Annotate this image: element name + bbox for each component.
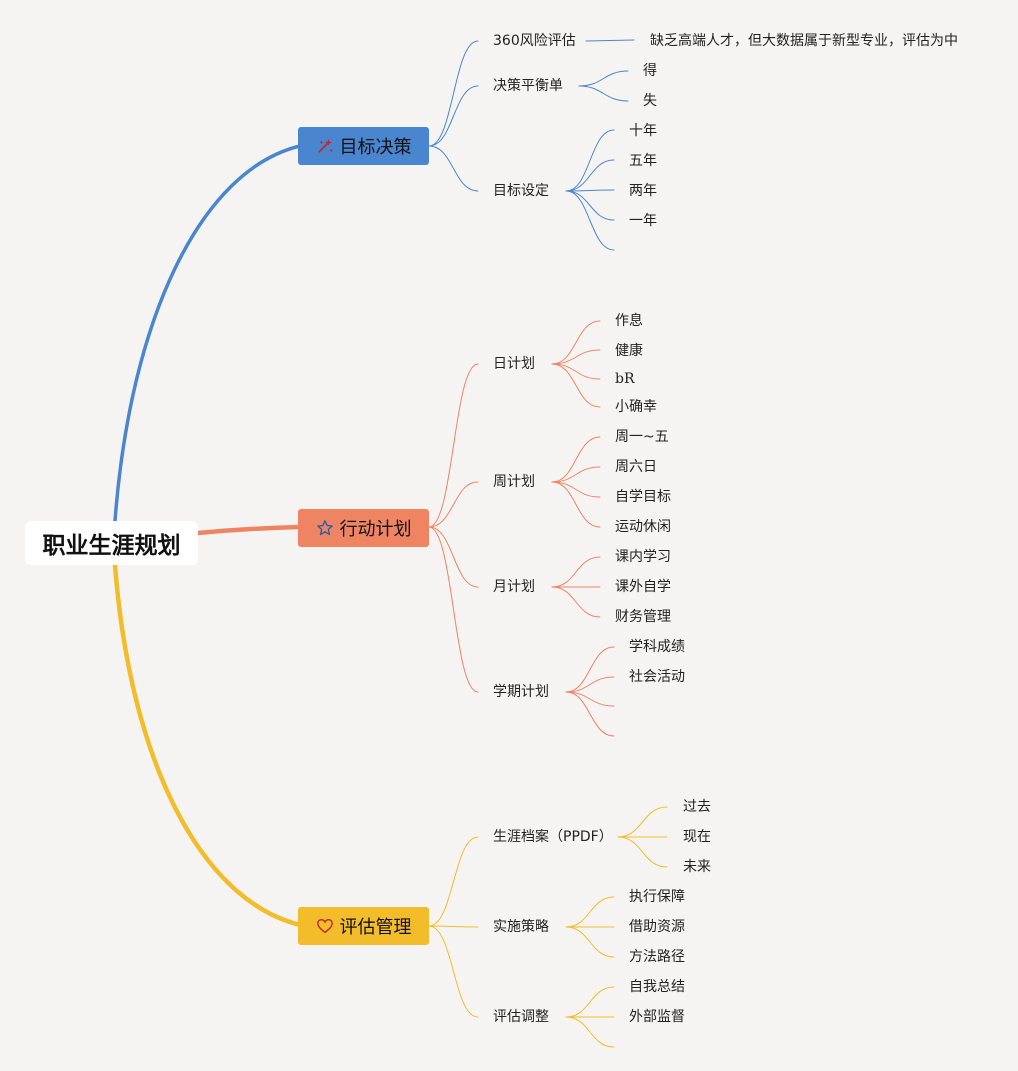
connector-branch-topic [428, 925, 479, 928]
connector-root-yellow [112, 562, 303, 928]
subtopic-ten-year[interactable]: 十年 [629, 123, 657, 139]
topic-weekly-plan[interactable]: 周计划 [493, 474, 535, 490]
connector-root-blue [113, 144, 302, 523]
connector-topic-subtopic [565, 190, 615, 221]
connector-topic-subtopic [617, 836, 668, 868]
connector-topic-subtopic [565, 190, 615, 251]
connector-topic-subtopic [585, 39, 635, 42]
connector-topic-subtopic [551, 481, 601, 498]
branch-label: 目标决策 [339, 137, 412, 158]
connector-branch-topic [428, 145, 479, 192]
connector-branch-topic [428, 40, 479, 147]
connector-topic-subtopic [551, 320, 601, 365]
connector-topic-subtopic [617, 806, 668, 838]
subtopic-weekend[interactable]: 周六日 [615, 459, 657, 475]
connector-topic-subtopic [551, 349, 601, 365]
connector-topic-subtopic [551, 586, 601, 618]
connector-topic-subtopic [565, 676, 615, 693]
star-icon [316, 520, 333, 536]
subtopic-health[interactable]: 健康 [615, 343, 643, 359]
connector-topic-subtopic [551, 556, 601, 588]
topic-decision-balance[interactable]: 决策平衡单 [493, 78, 563, 94]
connector-topic-subtopic [551, 481, 601, 528]
connector-topic-subtopic [551, 363, 601, 408]
topic-goal-setting[interactable]: 目标设定 [493, 183, 549, 199]
topic-career-archive[interactable]: 生涯档案（PPDF） [493, 829, 613, 845]
connector-topic-subtopic [565, 129, 615, 192]
root-node[interactable]: 职业生涯规划 [25, 521, 198, 565]
subtopic-past[interactable]: 过去 [683, 799, 711, 815]
connector-topic-subtopic [551, 466, 601, 483]
connector-topic-subtopic [565, 691, 615, 737]
topic-360-risk[interactable]: 360风险评估 [493, 33, 576, 49]
subtopic-grades[interactable]: 学科成绩 [629, 639, 685, 655]
connector-topic-subtopic [565, 189, 615, 192]
subtopic-risk-note[interactable]: 缺乏高端人才，但大数据属于新型专业，评估为中 [650, 33, 958, 49]
connector-branch-topic [428, 925, 479, 1018]
connector-branch-topic [428, 481, 479, 528]
connector-topic-subtopic [551, 436, 601, 483]
subtopic-weekdays[interactable]: 周一~五 [615, 429, 669, 445]
branch-label: 评估管理 [339, 917, 412, 938]
connector-topic-subtopic [551, 363, 601, 380]
subtopic-social-activity[interactable]: 社会活动 [629, 669, 685, 685]
subtopic-execution[interactable]: 执行保障 [629, 889, 685, 905]
topic-evaluation-adjust[interactable]: 评估调整 [493, 1009, 549, 1025]
subtopic-self-study-goal[interactable]: 自学目标 [615, 489, 671, 505]
subtopic-future[interactable]: 未来 [683, 859, 711, 875]
connector-root-orange [195, 524, 303, 536]
subtopic-one-year[interactable]: 一年 [629, 213, 657, 229]
connector-branch-topic [428, 526, 479, 588]
subtopic-self-summary[interactable]: 自我总结 [629, 979, 685, 995]
subtopic-loss[interactable]: 失 [643, 93, 657, 109]
subtopic-extracurricular[interactable]: 课外自学 [615, 579, 671, 595]
connector-topic-subtopic [565, 159, 615, 192]
topic-implementation[interactable]: 实施策略 [493, 919, 549, 935]
connector-topic-subtopic [565, 1016, 615, 1048]
subtopic-present[interactable]: 现在 [683, 829, 711, 845]
connector-branch-topic [428, 836, 479, 927]
branch-goal-decision[interactable]: 目标决策 [298, 127, 429, 165]
topic-monthly-plan[interactable]: 月计划 [493, 579, 535, 595]
subtopic-small-happiness[interactable]: 小确幸 [615, 399, 657, 415]
connector-topic-subtopic [578, 85, 629, 102]
topic-daily-plan[interactable]: 日计划 [493, 356, 535, 372]
connector-branch-topic [428, 363, 479, 528]
root-title: 职业生涯规划 [42, 533, 181, 559]
topic-semester-plan[interactable]: 学期计划 [493, 684, 549, 700]
subtopic-gain[interactable]: 得 [643, 63, 657, 79]
connector-branch-topic [428, 526, 479, 693]
connector-branch-topic [428, 85, 479, 147]
branch-action-plan[interactable]: 行动计划 [298, 509, 429, 547]
subtopic-external-supervision[interactable]: 外部监督 [629, 1009, 685, 1025]
subtopic-rest[interactable]: 作息 [615, 313, 643, 329]
subtopic-exercise-leisure[interactable]: 运动休闲 [615, 519, 671, 535]
subtopic-in-class[interactable]: 课内学习 [615, 549, 671, 565]
subtopic-br[interactable]: bR [615, 371, 635, 387]
subtopic-two-year[interactable]: 两年 [629, 183, 657, 199]
subtopic-resources[interactable]: 借助资源 [629, 919, 685, 935]
wand-icon [317, 138, 332, 153]
connector-topic-subtopic [565, 896, 615, 928]
subtopic-five-year[interactable]: 五年 [629, 153, 657, 169]
connector-topic-subtopic [565, 926, 615, 958]
connector-topic-subtopic [578, 70, 629, 87]
subtopic-methods[interactable]: 方法路径 [629, 949, 685, 965]
branch-evaluation-management[interactable]: 评估管理 [298, 907, 429, 945]
subtopic-finance[interactable]: 财务管理 [615, 609, 671, 625]
branch-label: 行动计划 [339, 519, 412, 540]
connector-topic-subtopic [565, 986, 615, 1018]
connector-topic-subtopic [565, 646, 615, 693]
heart-icon [316, 918, 333, 934]
